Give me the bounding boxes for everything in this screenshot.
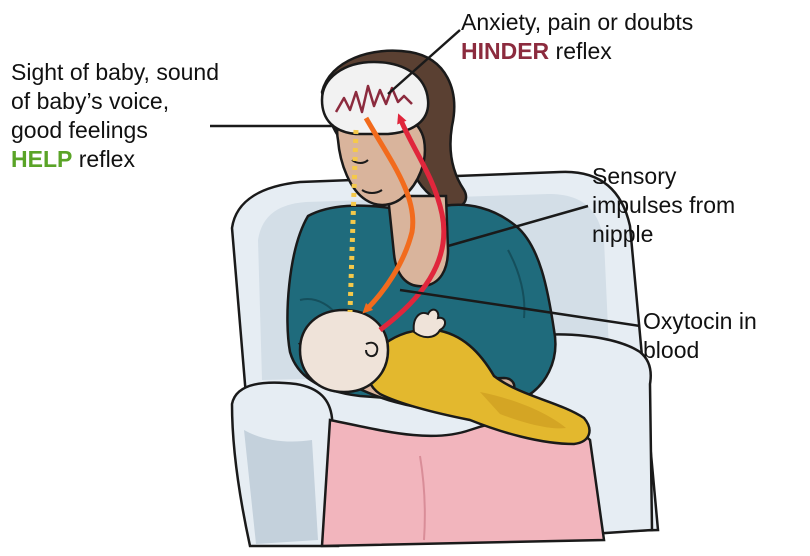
chair-arm-shade: [244, 430, 318, 544]
label-sight-line4: HELP reflex: [11, 145, 219, 174]
help-emphasis: HELP: [11, 146, 72, 172]
label-sight-suffix: reflex: [72, 146, 135, 172]
label-anxiety-line1: Anxiety, pain or doubts: [461, 8, 693, 37]
label-sight-help: Sight of baby, sound of baby’s voice, go…: [11, 58, 219, 174]
label-sensory-impulses: Sensory impulses from nipple: [592, 162, 735, 249]
label-anxiety-hinder: Anxiety, pain or doubts HINDER reflex: [461, 8, 693, 66]
label-sight-line1: Sight of baby, sound: [11, 58, 219, 87]
label-sight-line3: good feelings: [11, 116, 219, 145]
label-anxiety-suffix: reflex: [549, 38, 612, 64]
label-oxytocin-line2: blood: [643, 336, 757, 365]
baby-head: [300, 310, 388, 392]
label-anxiety-line2: HINDER reflex: [461, 37, 693, 66]
hinder-emphasis: HINDER: [461, 38, 549, 64]
label-sensory-line2: impulses from: [592, 191, 735, 220]
label-sensory-line1: Sensory: [592, 162, 735, 191]
label-oxytocin-line1: Oxytocin in: [643, 307, 757, 336]
label-oxytocin-blood: Oxytocin in blood: [643, 307, 757, 365]
label-sight-line2: of baby’s voice,: [11, 87, 219, 116]
label-sensory-line3: nipple: [592, 220, 735, 249]
